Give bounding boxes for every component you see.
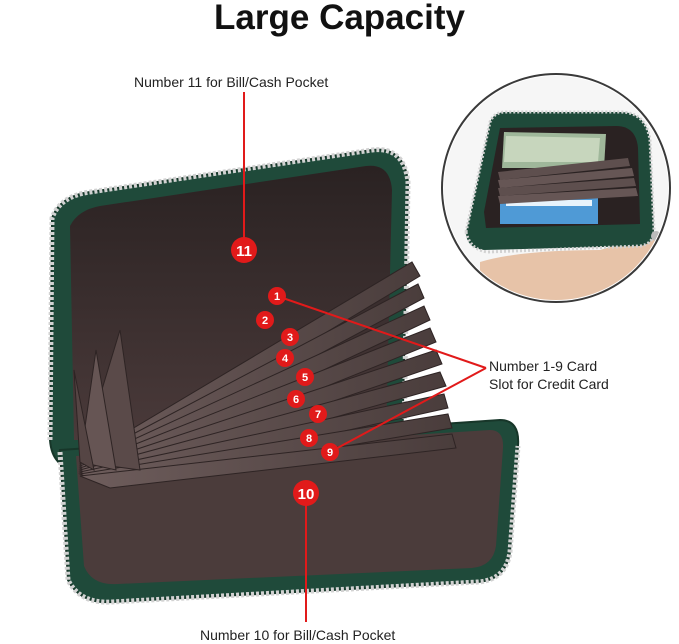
marker-10-label: 10 [298, 486, 315, 503]
marker-8: 8 [300, 429, 318, 447]
label-card-slots-line2: Slot for Credit Card [489, 376, 609, 392]
marker-1: 1 [268, 287, 286, 305]
marker-5-label: 5 [302, 372, 308, 384]
label-bill-pocket-10: Number 10 for Bill/Cash Pocket [200, 627, 396, 643]
label-card-slots-line1: Number 1-9 Card [489, 358, 598, 374]
marker-7-label: 7 [315, 409, 321, 421]
marker-2-label: 2 [262, 315, 268, 327]
marker-11: 11 [231, 237, 257, 263]
marker-5: 5 [296, 368, 314, 386]
leader-lines [243, 92, 487, 622]
marker-9: 9 [321, 443, 339, 461]
label-card-slots: Number 1-9 Card Slot for Credit Card [489, 357, 609, 393]
marker-3-label: 3 [287, 332, 293, 344]
label-bill-pocket-11: Number 11 for Bill/Cash Pocket [134, 74, 329, 90]
marker-6-label: 6 [293, 394, 299, 406]
marker-7: 7 [309, 405, 327, 423]
marker-3: 3 [281, 328, 299, 346]
marker-8-label: 8 [306, 433, 312, 445]
zipper-top [47, 147, 411, 441]
inset-photo [441, 73, 671, 303]
marker-10: 10 [293, 480, 319, 506]
marker-9-label: 9 [327, 447, 333, 459]
page-title: Large Capacity [214, 0, 465, 37]
marker-2: 2 [256, 311, 274, 329]
marker-11-label: 11 [236, 243, 252, 260]
marker-6: 6 [287, 390, 305, 408]
marker-4-label: 4 [282, 353, 289, 365]
marker-4: 4 [276, 349, 294, 367]
marker-1-label: 1 [274, 291, 280, 303]
card-slots [73, 261, 457, 489]
